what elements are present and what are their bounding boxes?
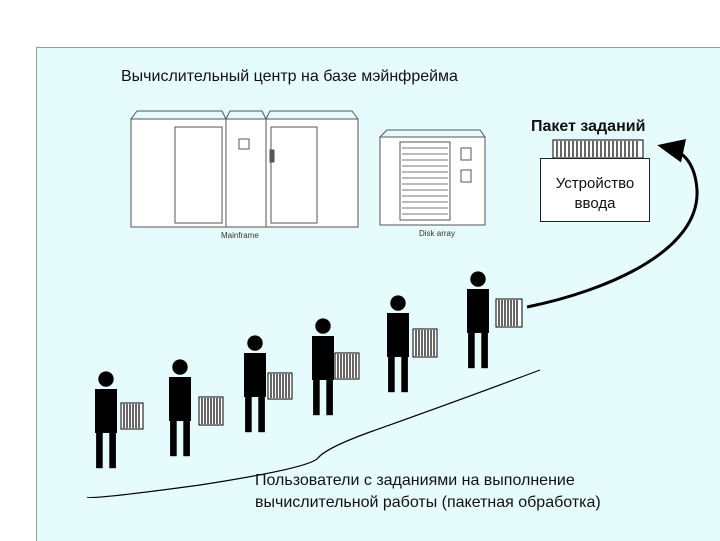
job-cards-icon [495,298,523,328]
user-figure [169,359,191,457]
user-figure [312,318,334,416]
job-cards-icon [267,372,293,400]
user-figure [387,295,409,393]
job-cards-icon [120,402,144,430]
users-brace [86,369,541,499]
input-device-label: Устройство ввода [540,174,650,214]
card-stack-icon [552,139,644,159]
input-device-box [540,158,650,222]
submission-arrow [526,139,699,309]
users-caption-line1: Пользователи с заданиями на выполнение [255,472,575,489]
user-figure [467,271,489,369]
users-caption: Пользователи с заданиями на выполнение в… [255,470,601,514]
disk-array-icon [379,129,486,226]
mainframe-icon [130,110,359,228]
disk-array-label: Disk array [419,229,456,238]
users-caption-line2: вычислительной работы (пакетная обработк… [255,494,601,511]
batch-label: Пакет заданий [531,118,646,135]
job-cards-icon [198,396,224,426]
input-device-line1: Устройство [555,175,635,192]
user-figure [95,371,117,469]
mainframe-label: Mainframe [221,231,259,240]
job-cards-icon [334,352,360,380]
input-device-line2: ввода [574,195,616,212]
page-title: Вычислительный центр на базе мэйнфрейма [121,68,458,85]
job-cards-icon [412,328,438,358]
user-figure [244,335,266,433]
